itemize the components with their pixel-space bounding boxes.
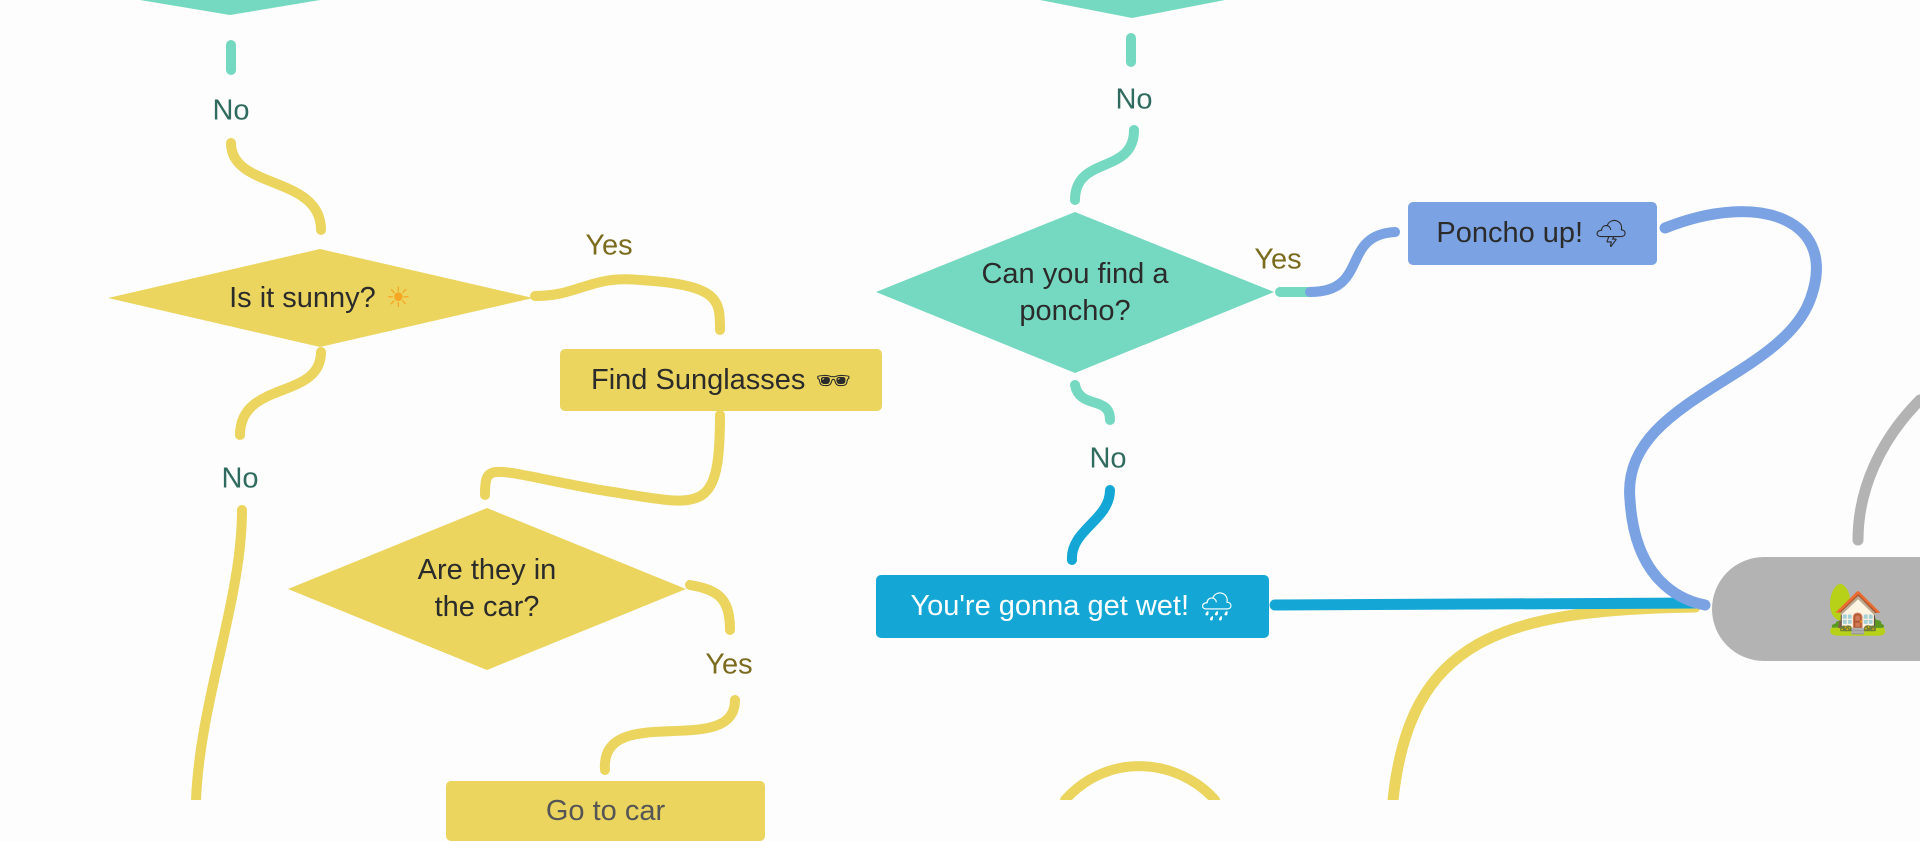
decision-sunny[interactable] — [108, 249, 533, 347]
edge — [1269, 597, 1701, 611]
edge — [1852, 394, 1920, 546]
gonna-get-wet-box[interactable]: You're gonna get wet! 🌧 — [876, 575, 1269, 638]
decision-in-car[interactable] — [288, 508, 686, 670]
cloud-lightning-icon: 🌩 — [1593, 218, 1629, 249]
top-middle-decision-diamond — [1040, 0, 1225, 18]
edge-label-no: No — [212, 94, 250, 127]
edge — [599, 695, 740, 775]
decision-sunny-label: Is it sunny? ☀ — [229, 279, 411, 317]
decision-poncho[interactable] — [876, 212, 1274, 373]
cloud-rain-icon: 🌧 — [1199, 591, 1235, 622]
edge — [1067, 485, 1115, 565]
find-sunglasses-box[interactable]: Find Sunglasses 🕶 — [560, 349, 882, 411]
edge-label-no: No — [221, 462, 259, 495]
poncho-up-box[interactable]: Poncho up! 🌩 — [1408, 202, 1657, 265]
edge — [1305, 227, 1400, 297]
sunny-text: Is it sunny? — [229, 282, 376, 314]
top-left-decision-diamond — [140, 0, 320, 15]
flowchart-edges — [108, 0, 1920, 800]
edge — [235, 347, 326, 440]
home-terminal[interactable] — [1712, 557, 1920, 661]
edge-label-no: No — [1115, 83, 1153, 116]
bottom-action-box[interactable]: Go to car — [446, 781, 765, 841]
edge — [226, 138, 326, 235]
decision-poncho-label: Can you find a poncho? — [981, 258, 1169, 327]
edge-label-no: No — [1089, 442, 1127, 475]
decision-in-car-label: Are they in the car? — [417, 554, 557, 623]
edge-label-yes: Yes — [585, 229, 633, 262]
edge-label-yes: Yes — [705, 648, 753, 681]
edge — [480, 410, 725, 506]
edge — [1387, 601, 1701, 800]
house-icon: 🏡 — [1826, 580, 1890, 637]
edge — [1070, 125, 1139, 205]
wet-text: You're gonna get wet! — [910, 590, 1190, 622]
sunglasses-icon: 🕶 — [815, 364, 851, 396]
poncho-up-text: Poncho up! — [1436, 217, 1584, 249]
edge — [530, 274, 725, 335]
edge — [1624, 206, 1822, 611]
edge-label-yes: Yes — [1254, 243, 1302, 276]
edge — [1060, 761, 1220, 800]
edge — [191, 505, 247, 800]
sunglasses-text: Find Sunglasses — [591, 363, 806, 396]
edge — [685, 580, 735, 635]
edge — [1070, 380, 1115, 425]
sun-icon: ☀ — [385, 282, 411, 313]
